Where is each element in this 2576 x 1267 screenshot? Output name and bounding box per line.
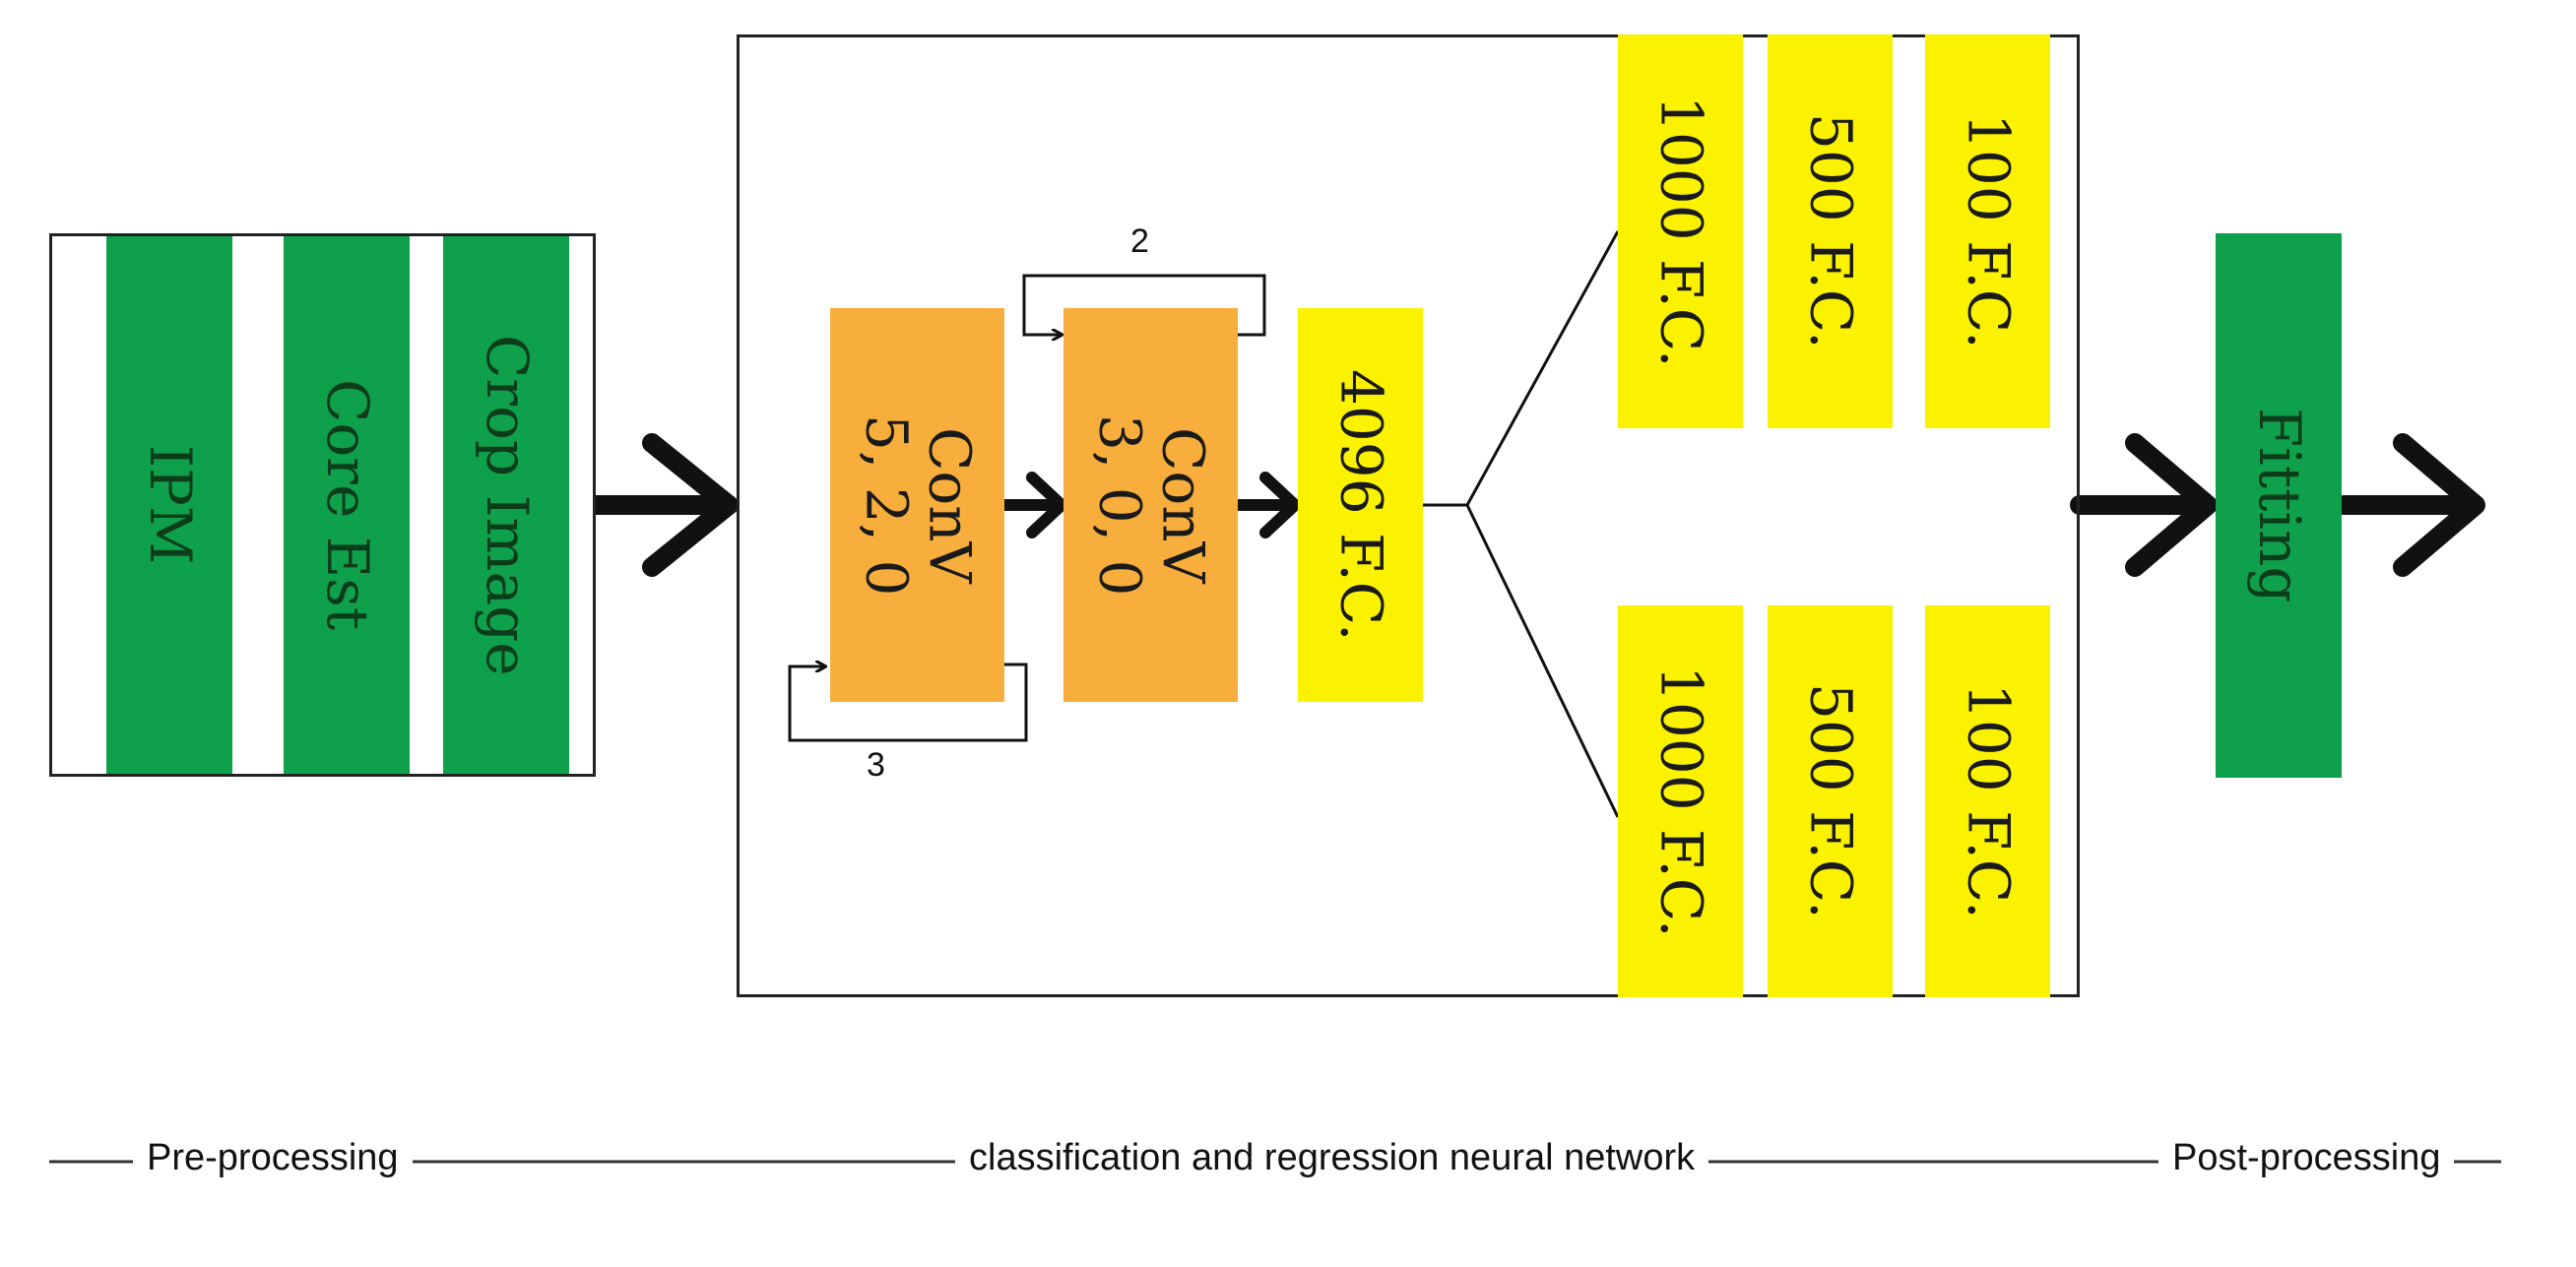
conv1-label: ConV 5, 2, 0: [853, 413, 984, 597]
crop-image-block: Crop Image: [443, 236, 569, 774]
arrow-fitting-to-output: [2334, 433, 2485, 577]
fc-100-top-label: 100 F.C.: [1955, 113, 2023, 349]
fitting-block: Fitting: [2216, 233, 2342, 778]
core-est-block: Core Est: [284, 236, 410, 774]
network-frame: [737, 34, 2080, 997]
conv1-block: ConV 5, 2, 0: [830, 308, 1004, 702]
conv2-label: ConV 3, 0, 0: [1086, 413, 1217, 597]
fc-500-bottom-block: 500 F.C.: [1768, 605, 1893, 997]
conv2-repeat-loop: [1022, 274, 1266, 335]
fc-100-bottom-label: 100 F.C.: [1955, 683, 2023, 919]
arrow-conv2-to-fc: [1233, 472, 1301, 538]
fc-500-top-label: 500 F.C.: [1797, 113, 1865, 349]
fc-4096-label: 4096 F.C.: [1327, 368, 1395, 642]
fc-1000-bottom-label: 1000 F.C.: [1647, 665, 1715, 938]
crop-image-label: Crop Image: [473, 334, 541, 676]
core-est-label: Core Est: [313, 379, 381, 631]
ipm-label: IPM: [136, 445, 204, 565]
arrow-network-to-fitting: [2070, 433, 2218, 577]
fc-4096-block: 4096 F.C.: [1298, 308, 1423, 702]
fc-100-bottom-block: 100 F.C.: [1925, 605, 2050, 997]
stage-label-preprocessing: Pre-processing: [133, 1137, 413, 1179]
arrow-conv1-to-conv2: [998, 472, 1067, 538]
conv1-repeat-loop: [788, 665, 1028, 742]
conv1-repeat-count: 3: [867, 746, 885, 784]
conv2-block: ConV 3, 0, 0: [1063, 308, 1238, 702]
ipm-block: IPM: [106, 236, 232, 774]
fitting-label: Fitting: [2245, 408, 2313, 603]
fc-1000-top-block: 1000 F.C.: [1618, 34, 1743, 428]
conv2-repeat-count: 2: [1130, 222, 1149, 260]
branch-fork: [1423, 230, 1620, 818]
arrow-pre-to-network: [586, 433, 739, 577]
fc-500-bottom-label: 500 F.C.: [1797, 683, 1865, 919]
fc-1000-top-label: 1000 F.C.: [1647, 95, 1715, 368]
fc-500-top-block: 500 F.C.: [1768, 34, 1893, 428]
fc-1000-bottom-block: 1000 F.C.: [1618, 605, 1743, 997]
stage-label-network: classification and regression neural net…: [955, 1137, 1709, 1179]
fc-100-top-block: 100 F.C.: [1925, 34, 2050, 428]
stage-label-postprocessing: Post-processing: [2158, 1137, 2455, 1179]
